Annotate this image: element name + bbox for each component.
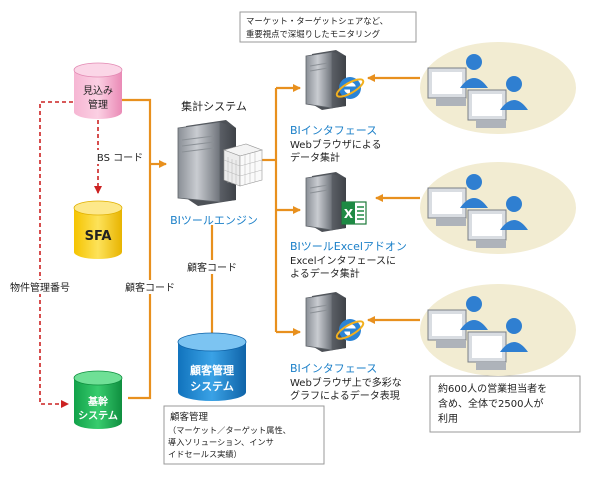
server-icon	[305, 50, 346, 110]
user-group-1	[420, 42, 576, 134]
node-mikomi-line1: 見込み	[83, 85, 113, 97]
node-sfa-label: SFA	[85, 229, 112, 244]
server-2-line1: Excelインタフェースに	[290, 255, 396, 267]
ie-icon	[335, 77, 365, 99]
excel-icon: X	[341, 201, 367, 225]
server-3	[305, 292, 365, 352]
red-dashed-arrow-mikomi-kikan	[39, 101, 80, 408]
node-engine-label: BIツールエンジン	[170, 214, 258, 227]
server-2-title: BIツールExcelアドオン	[290, 240, 407, 253]
callout-top: マーケット・ターゲットシェアなど、 重要視点で深堀りしたモニタリング	[239, 11, 417, 43]
server-icon	[305, 172, 346, 232]
node-kokyaku-system-line1: 顧客管理	[190, 363, 234, 377]
node-kokyaku-system-line2: システム	[190, 380, 234, 393]
server-1-title: BIインタフェース	[290, 124, 377, 137]
server-1-line2: データ集計	[290, 151, 340, 164]
edge-label-bukken: 物件管理番号	[10, 281, 70, 294]
server-3-line1: Webブラウザ上で多彩な	[290, 376, 402, 389]
server-2-line2: よるデータ集計	[290, 267, 360, 280]
edge-label-bs-code: BS コード	[97, 153, 143, 164]
callout-users-line2: 含め、全体で2500人が	[438, 397, 543, 410]
server-2: X	[305, 172, 367, 232]
callout-top-line1: マーケット・ターゲットシェアなど、	[246, 16, 388, 26]
edge-label-kokyaku-code-center: 顧客コード	[187, 261, 237, 274]
user-group-3	[420, 284, 576, 376]
callout-kokyaku-line1: 顧客管理	[170, 411, 209, 423]
cylinder-kokyaku-system: 顧客管理 システム	[177, 332, 247, 401]
callout-users-line3: 利用	[438, 413, 458, 425]
cylinder-mikomi: 見込み 管理	[73, 62, 123, 119]
callout-kokyaku: 顧客管理 （マーケット／ターゲット属性、 導入ソリューション、インサ イドセール…	[163, 405, 325, 465]
user-group-2	[420, 162, 576, 254]
cube-grid-icon	[223, 143, 263, 187]
central-server: 集計システム BIツールエンジン	[170, 99, 263, 227]
server-3-title: BIインタフェース	[290, 362, 377, 375]
callout-kokyaku-line4: イドセールス実績）	[168, 449, 242, 459]
node-mikomi-line2: 管理	[88, 98, 108, 111]
orange-line-mikomi	[118, 98, 152, 400]
server-3-line2: グラフによるデータ表現	[290, 389, 400, 402]
callout-kokyaku-line3: 導入ソリューション、インサ	[168, 437, 274, 447]
callout-kokyaku-line2: （マーケット／ターゲット属性、	[168, 425, 291, 435]
server-1-line1: Webブラウザによる	[290, 138, 382, 151]
server-icon	[305, 292, 346, 352]
user-group-icon	[420, 162, 576, 254]
user-group-icon	[420, 42, 576, 134]
cylinder-kikan: 基幹 システム	[73, 370, 123, 429]
node-kikan-line2: システム	[78, 410, 118, 422]
ie-icon	[335, 319, 365, 341]
edge-label-kokyaku-code-left: 顧客コード	[125, 281, 175, 294]
connectors	[39, 74, 420, 408]
callout-users-line1: 約600人の営業担当者を	[438, 382, 547, 395]
callout-top-line2: 重要視点で深堀りしたモニタリング	[246, 29, 381, 39]
server-1	[305, 50, 365, 110]
node-shukei-label: 集計システム	[181, 99, 247, 113]
user-group-icon	[420, 284, 576, 376]
node-kikan-line1: 基幹	[87, 395, 109, 408]
svg-text:X: X	[344, 207, 354, 221]
callout-users: 約600人の営業担当者を 含め、全体で2500人が 利用	[429, 375, 581, 433]
cylinder-sfa: SFA	[73, 200, 123, 259]
